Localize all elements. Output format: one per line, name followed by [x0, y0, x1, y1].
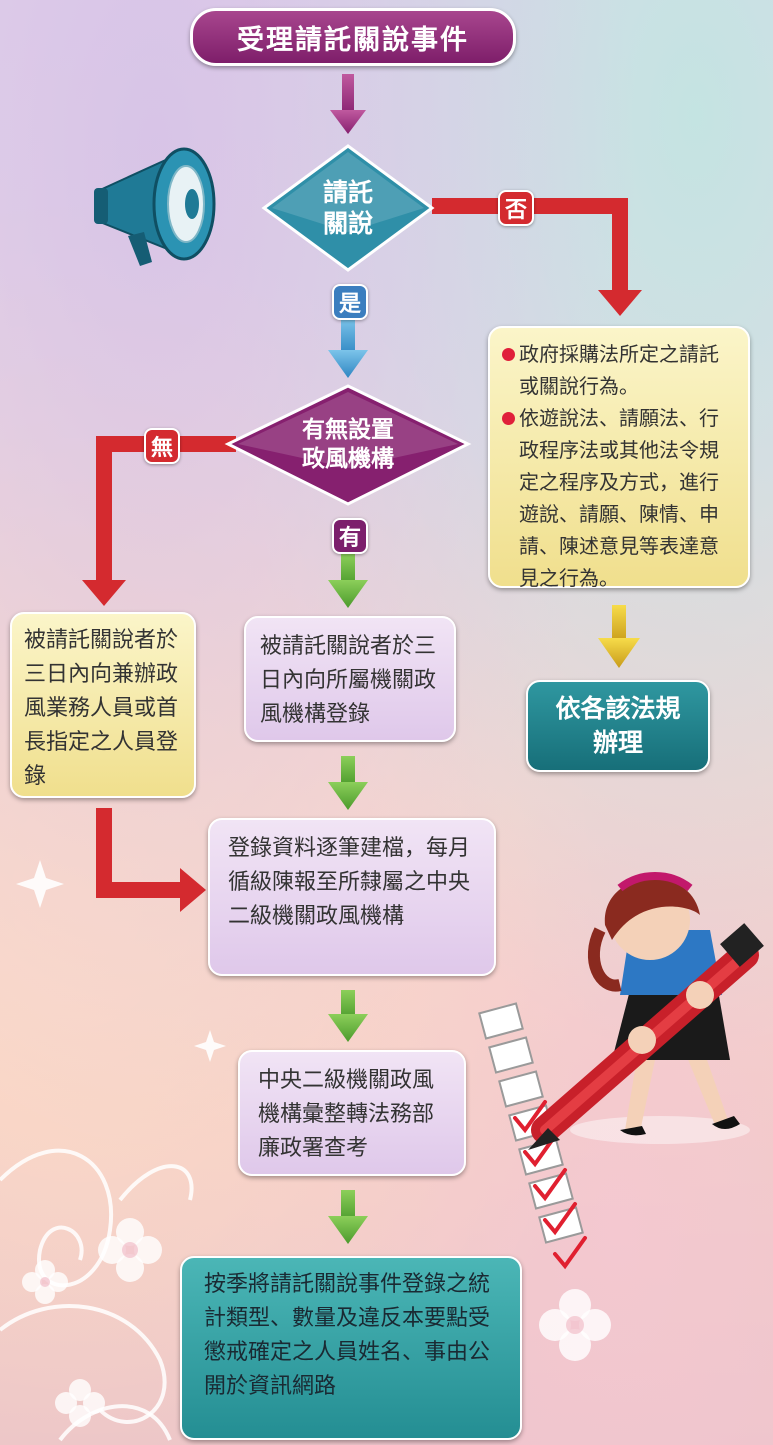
exclusion-item-2: 依遊說法、請願法、行政程序法或其他法令規定之程序及方式，進行遊說、請願、陳情、申… [502, 402, 736, 594]
arrow-title-to-decision [330, 74, 366, 134]
page-title: 受理請託關說事件 [190, 8, 516, 66]
center-register-box: 被請託關說者於三日內向所屬機關政風機構登錄 [244, 616, 456, 742]
arrow-yes-path [328, 318, 368, 378]
arrow-left-to-file [96, 808, 206, 912]
exclusion-item-1: 政府採購法所定之請託或關說行為。 [502, 338, 736, 402]
label-has: 有 [332, 518, 368, 554]
arrow-report-to-public [328, 1190, 368, 1244]
arrow-has-path [328, 554, 368, 608]
result-box: 依各該法規辦理 [526, 680, 710, 772]
girl-with-pen-illustration [528, 872, 764, 1150]
file-report-box: 登錄資料逐筆建檔，每月循級陳報至所隸屬之中央二級機關政風機構 [208, 818, 496, 976]
bullet-icon [502, 412, 515, 425]
megaphone-icon [94, 147, 216, 266]
decision-2-line-1: 有無設置 [302, 417, 394, 444]
swirl-ornament [0, 1148, 194, 1442]
arrow-center-to-file [328, 756, 368, 810]
decision-2-label: 有無設置 政風機構 [272, 410, 424, 480]
left-register-box: 被請託關說者於三日內向兼辦政風業務人員或首長指定之人員登錄 [10, 612, 196, 798]
decision-1-line-1: 請託 [322, 177, 373, 207]
decision-1-label: 請託 關說 [298, 172, 398, 244]
decision-diamond-request [261, 144, 435, 272]
review-box: 中央二級機關政風機構彙整轉法務部廉政署查考 [238, 1050, 466, 1176]
flower-ornament [22, 1218, 611, 1427]
arrow-right-box-to-result [598, 605, 640, 668]
decision-2-line-2: 政風機構 [302, 446, 394, 472]
bullet-icon [502, 348, 515, 361]
arrow-no-path [432, 198, 642, 316]
check-mark-icons [513, 1100, 587, 1270]
arrow-file-to-report [328, 990, 368, 1042]
label-yes: 是 [332, 284, 368, 320]
label-none: 無 [144, 428, 180, 464]
decision-diamond-ethics-unit [224, 384, 472, 506]
label-no: 否 [498, 190, 534, 226]
decision-1-line-2: 關說 [322, 209, 373, 238]
publish-box: 按季將請託關說事件登錄之統計類型、數量及違反本要點受懲戒確定之人員姓名、事由公開… [180, 1256, 522, 1440]
exclusion-box: 政府採購法所定之請託或關說行為。 依遊說法、請願法、行政程序法或其他法令規定之程… [488, 326, 750, 590]
